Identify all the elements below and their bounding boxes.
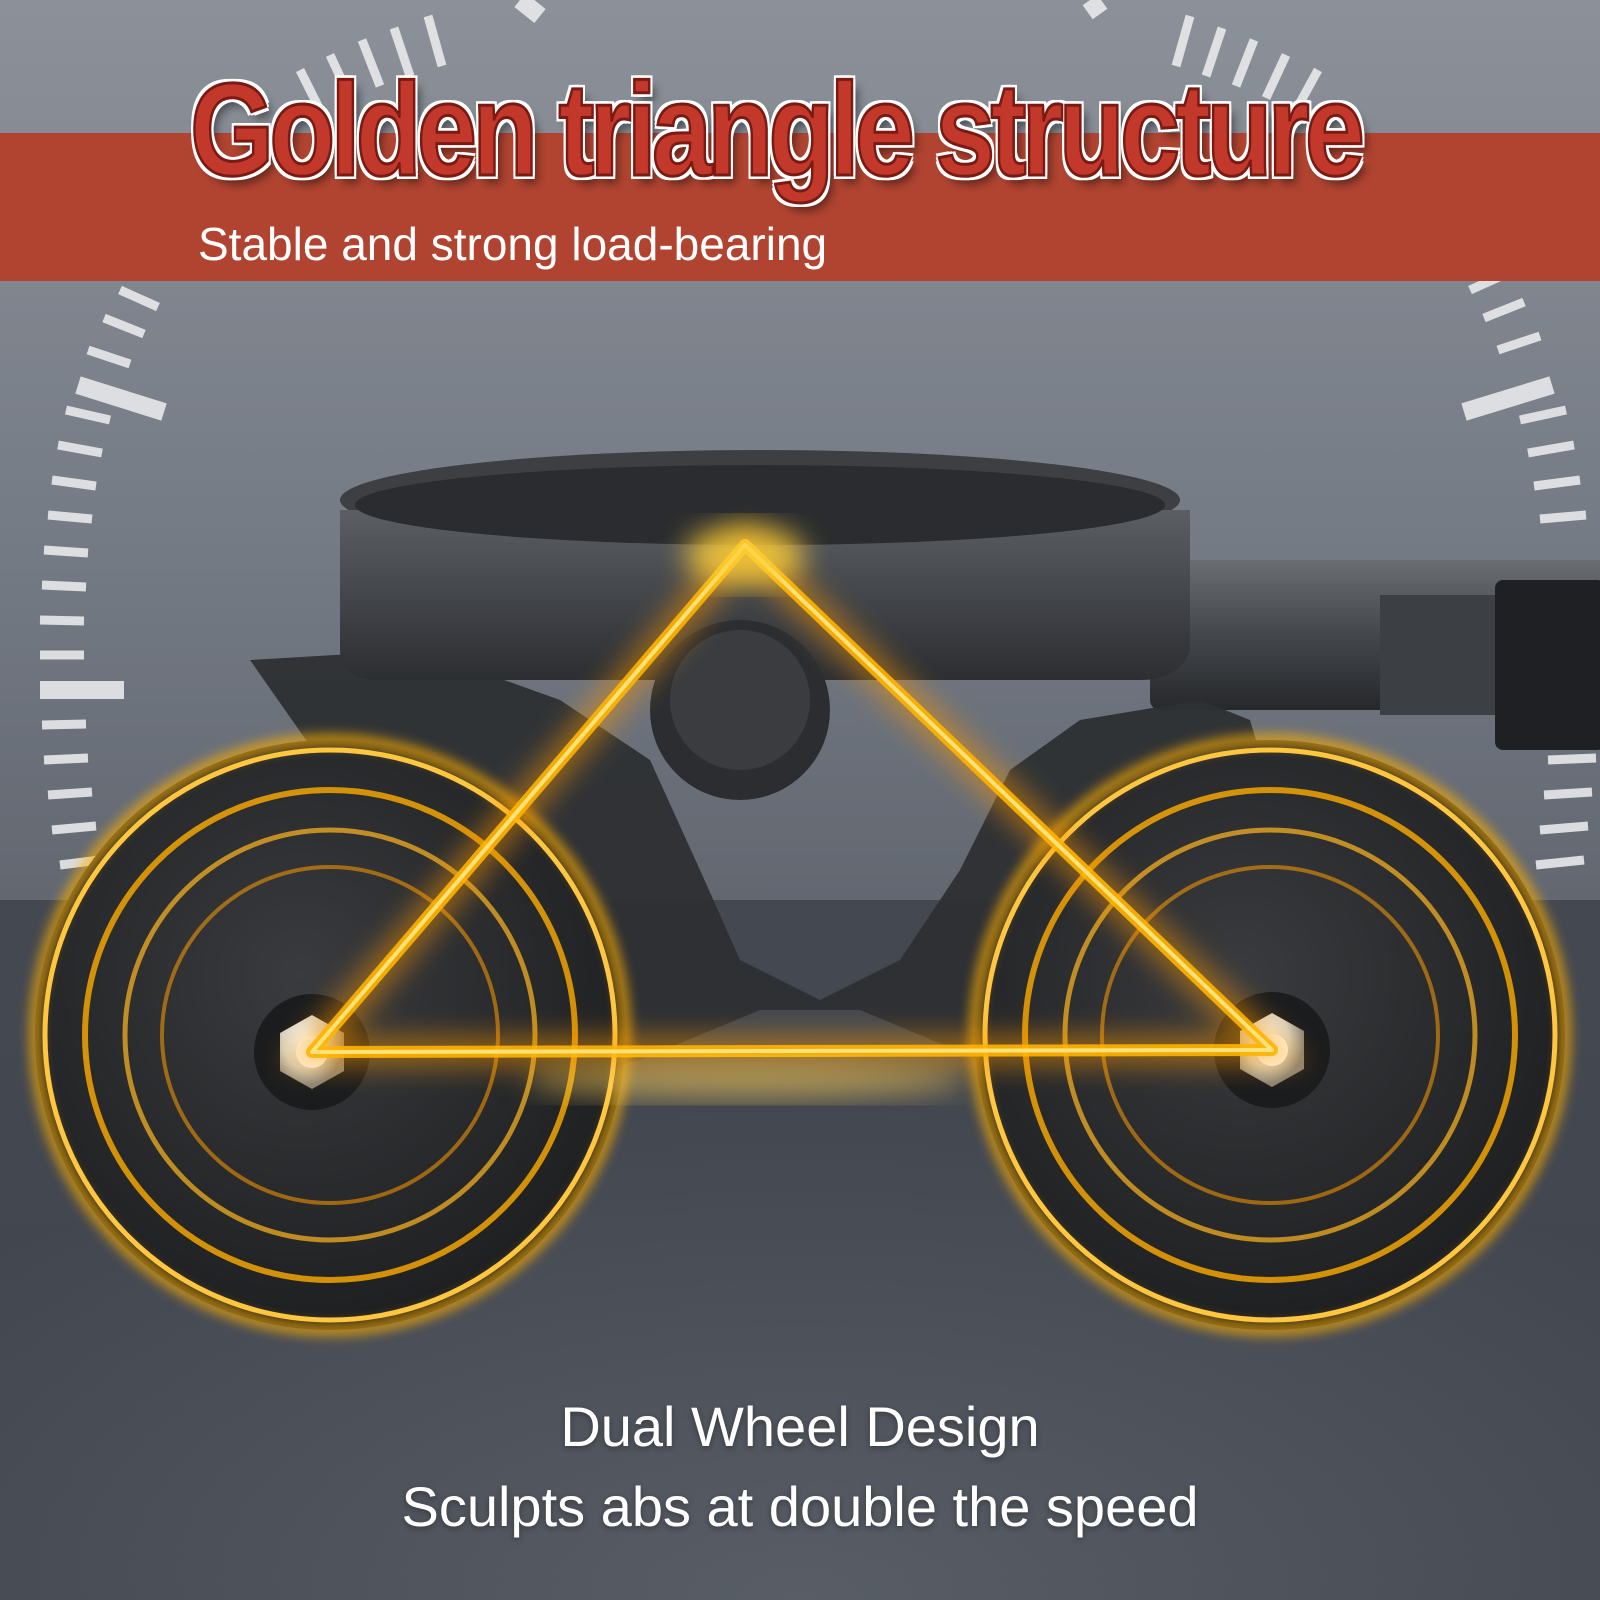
page-subtitle: Stable and strong load-bearing — [198, 218, 828, 270]
golden-triangle — [281, 524, 1307, 1098]
handle-bar — [1150, 560, 1600, 750]
caption-line-1: Dual Wheel Design — [560, 1395, 1040, 1458]
page-title: Golden triangle structure — [189, 56, 1366, 203]
caption-line-2: Sculpts abs at double the speed — [401, 1475, 1199, 1538]
housing — [340, 450, 1190, 800]
dial-ticks-left — [39, 285, 167, 870]
title-banner — [0, 133, 1600, 281]
dial-ticks-top — [295, 0, 1322, 113]
